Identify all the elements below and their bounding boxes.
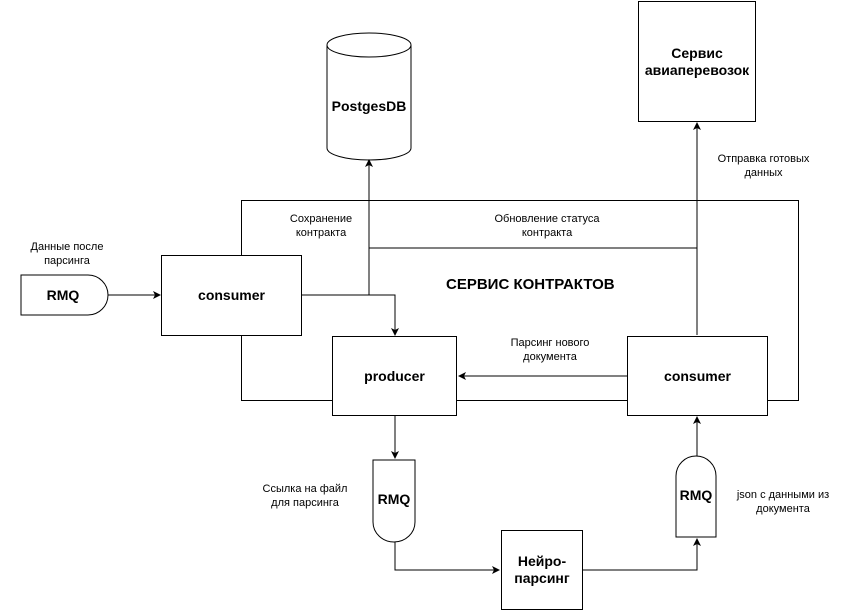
parse-new-label: Парсинг нового документа	[495, 336, 605, 364]
postgres-db-cylinder	[326, 32, 412, 161]
save-contract-line-2: контракта	[295, 227, 347, 239]
input-data-line-1: Данные после	[30, 241, 104, 253]
parse-new-line-2: документа	[523, 351, 577, 363]
save-contract-label: Сохранение контракта	[276, 212, 366, 240]
producer-label: producer	[364, 367, 425, 384]
rmq-middle-shape	[372, 459, 416, 543]
send-ready-label: Отправка готовых данных	[706, 152, 821, 180]
consumer-left-label: consumer	[198, 287, 265, 303]
parse-new-line-1: Парсинг нового	[510, 337, 590, 349]
send-ready-line-1: Отправка готовых	[717, 153, 810, 165]
rmq-input-shape	[20, 274, 109, 316]
airline-service-label: Сервис авиаперевозок	[644, 44, 750, 78]
neuro-parsing-label: Нейро-парсинг	[514, 553, 570, 586]
json-data-label: json с данными из документа	[728, 488, 838, 516]
arrow-consumer-to-producer	[369, 294, 399, 336]
rmq-input-label: RMQ	[46, 287, 80, 303]
update-status-line-1: Обновление статуса	[494, 213, 600, 225]
file-link-label: Ссылка на файл для парсинга	[250, 482, 360, 510]
consumer-left-box: consumer	[161, 255, 302, 336]
producer-box: producer	[332, 336, 457, 416]
json-data-line-2: документа	[756, 503, 810, 515]
db-label: PostgesDB	[331, 98, 407, 114]
file-link-line-1: Ссылка на файл	[262, 483, 348, 495]
input-data-line-2: парсинга	[44, 255, 90, 267]
neuro-parsing-box: Нейро-парсинг	[501, 530, 583, 610]
input-data-label: Данные после парсинга	[12, 240, 122, 268]
service-title: СЕРВИС КОНТРАКТОВ	[446, 276, 615, 293]
rmq-right-label: RMQ	[679, 487, 713, 503]
send-ready-line-2: данных	[744, 167, 783, 179]
file-link-line-2: для парсинга	[271, 497, 339, 509]
arrow-neuro-to-rmq	[583, 538, 701, 571]
update-status-label: Обновление статуса контракта	[482, 212, 612, 240]
rmq-middle-label: RMQ	[377, 491, 411, 507]
json-data-line-1: json с данными из	[736, 489, 830, 501]
consumer-right-label: consumer	[664, 367, 731, 384]
rmq-right-shape	[675, 455, 717, 538]
save-contract-line-1: Сохранение	[289, 213, 353, 225]
airline-service-box: Сервис авиаперевозок	[638, 1, 756, 122]
consumer-right-box: consumer	[627, 336, 768, 416]
arrow-rmq-to-neuro	[394, 542, 500, 574]
update-status-line-2: контракта	[521, 227, 573, 239]
